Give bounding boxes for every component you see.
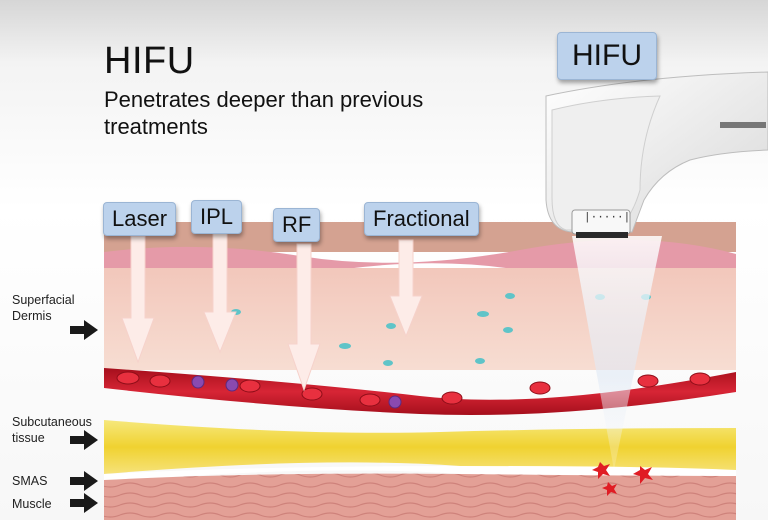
page-title: HIFU: [104, 40, 195, 82]
blood-vessel: [104, 368, 736, 416]
ipl-tag: IPL: [191, 200, 243, 234]
laser-arrow: [121, 235, 155, 364]
pointer-smas: [70, 471, 98, 491]
pointer-dermis: [70, 320, 98, 340]
pointer-subcutaneous: [70, 430, 98, 450]
page-subtitle: Penetrates deeper than previous treatmen…: [104, 87, 424, 139]
hifu-device: [545, 71, 768, 238]
treatment-arrows: [121, 231, 423, 392]
laser-tag: Laser: [103, 202, 177, 236]
layer-label-muscle: Muscle: [12, 497, 52, 511]
layer-pointers: [70, 320, 98, 513]
layer-label-smas: SMAS: [12, 474, 48, 488]
hifu-device-tag: HIFU: [557, 32, 657, 80]
hifu-beam: [572, 236, 662, 470]
layer-label-subcutaneous: Subcutaneous tissue: [12, 415, 92, 445]
focal-points: [592, 462, 653, 496]
blood-cells: [116, 371, 711, 407]
fat-layer: [104, 420, 736, 474]
fractional-tag: Fractional: [364, 202, 479, 236]
rf-tag: RF: [273, 208, 321, 242]
rf-arrow: [287, 243, 321, 392]
layer-label-dermis: Superfacial Dermis: [12, 293, 75, 323]
pointer-muscle: [70, 493, 98, 513]
fractional-arrow: [389, 239, 423, 338]
ipl-arrow: [203, 231, 237, 354]
white-cells: [191, 375, 402, 409]
device-window-label: |·····|: [584, 212, 631, 224]
